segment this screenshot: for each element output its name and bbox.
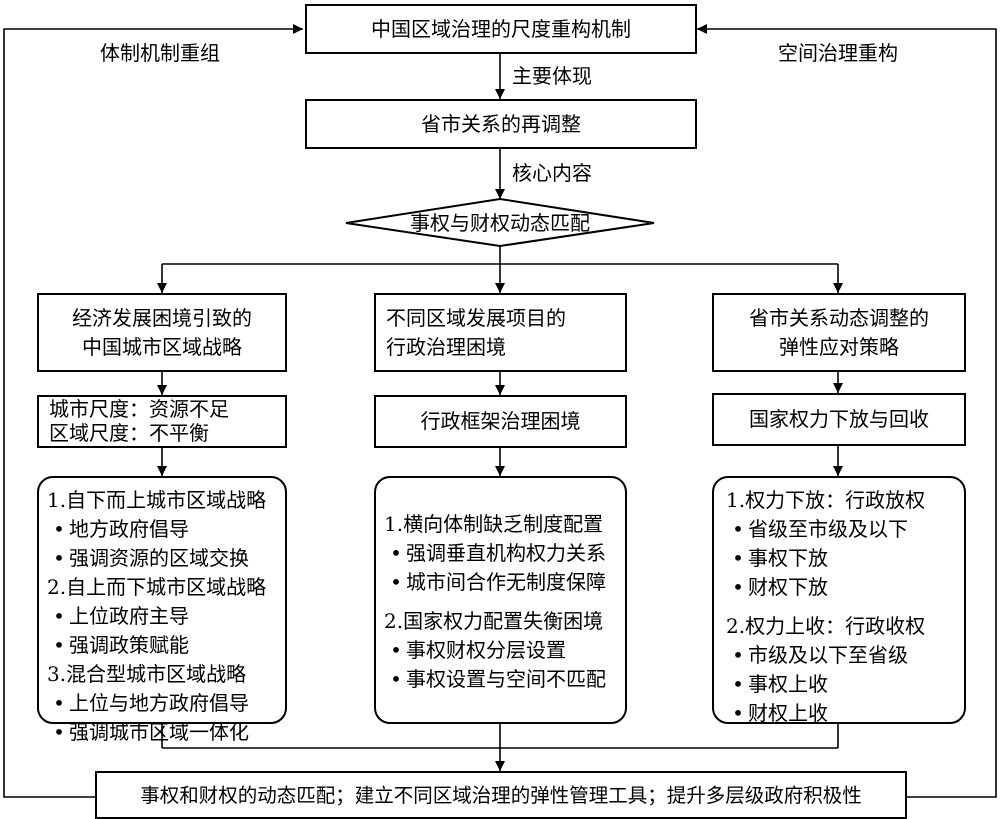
right-group-2-item-3: 财权上收 <box>726 699 964 728</box>
middle-group-1-head: 1.横向体制缺乏制度配置 <box>384 512 604 536</box>
top-box-scale-restructuring: 中国区域治理的尺度重构机制 <box>305 4 697 54</box>
right-mid-label: 国家权力下放与回收 <box>749 407 929 431</box>
left-group-3-item-1: 上位与地方政府倡导 <box>47 689 285 718</box>
middle-mid-box: 行政框架治理困境 <box>374 395 627 448</box>
left-group-3-head: 3.混合型城市区域战略 <box>47 662 247 686</box>
right-group-1-item-1: 省级至市级及以下 <box>726 515 964 544</box>
bottom-summary-box: 事权和财权的动态匹配；建立不同区域治理的弹性管理工具；提升多层级政府积极性 <box>95 771 907 819</box>
left-group-1-head: 1.自下而上城市区域战略 <box>47 488 267 512</box>
left-group-2-item-2: 强调政策赋能 <box>47 631 285 660</box>
middle-dilemma-list: 1.横向体制缺乏制度配置 强调垂直机构权力关系 城市间合作无制度保障 2.国家权… <box>374 476 627 724</box>
middle-group-1-item-1: 强调垂直机构权力关系 <box>384 539 625 568</box>
left-title-line-1: 经济发展困境引致的 <box>72 305 252 330</box>
right-mid-box: 国家权力下放与回收 <box>712 393 966 446</box>
left-title-line-2: 中国城市区域战略 <box>82 334 242 359</box>
right-title-box: 省市关系动态调整的 弹性应对策略 <box>712 293 966 372</box>
decision-diamond <box>345 197 655 248</box>
left-group-2-item-1: 上位政府主导 <box>47 602 285 631</box>
middle-group-2-item-1: 事权财权分层设置 <box>384 636 625 665</box>
top-box-label: 中国区域治理的尺度重构机制 <box>371 16 631 41</box>
left-group-2-head: 2.自上而下城市区域战略 <box>47 575 267 599</box>
right-group-1-item-2: 事权下放 <box>726 544 964 573</box>
left-mid-box: 城市尺度：资源不足 区域尺度：不平衡 <box>37 395 287 448</box>
right-group-2-head: 2.权力上收：行政收权 <box>726 614 926 638</box>
left-title-box: 经济发展困境引致的 中国城市区域战略 <box>37 293 287 372</box>
left-group-1-item-1: 地方政府倡导 <box>47 515 285 544</box>
side-label-institutional-reorganization: 体制机制重组 <box>100 41 220 65</box>
left-mid-line-1: 城市尺度：资源不足 <box>49 397 229 421</box>
right-group-1-head: 1.权力下放：行政放权 <box>726 488 926 512</box>
diamond-label: 事权与财权动态匹配 <box>410 211 590 235</box>
second-box-label: 省市关系的再调整 <box>421 111 581 136</box>
left-mid-line-2: 区域尺度：不平衡 <box>49 421 209 445</box>
right-group-1-item-3: 财权下放 <box>726 573 964 602</box>
left-group-3-item-2: 强调城市区域一体化 <box>47 718 285 747</box>
right-group-2-item-1: 市级及以下至省级 <box>726 641 964 670</box>
feedback-loop-left <box>3 24 303 798</box>
middle-group-2-item-2: 事权设置与空间不匹配 <box>384 665 625 694</box>
middle-title-line-1: 不同区域发展项目的 <box>386 305 566 330</box>
middle-group-1-item-2: 城市间合作无制度保障 <box>384 568 625 597</box>
edge-label-main-manifestation: 主要体现 <box>512 64 592 88</box>
feedback-loop-right <box>697 24 997 798</box>
right-title-line-2: 弹性应对策略 <box>779 334 899 359</box>
edge-label-core-content: 核心内容 <box>512 161 592 185</box>
middle-title-line-2: 行政治理困境 <box>386 334 506 359</box>
middle-group-2-head: 2.国家权力配置失衡困境 <box>384 609 604 633</box>
right-title-line-1: 省市关系动态调整的 <box>749 305 929 330</box>
right-strategy-list: 1.权力下放：行政放权 省级至市级及以下 事权下放 财权下放 2.权力上收：行政… <box>712 476 966 725</box>
right-group-2-item-2: 事权上收 <box>726 670 964 699</box>
second-box-province-city-relations: 省市关系的再调整 <box>305 99 697 149</box>
side-label-spatial-governance: 空间治理重构 <box>778 41 898 65</box>
bottom-summary-label: 事权和财权的动态匹配；建立不同区域治理的弹性管理工具；提升多层级政府积极性 <box>140 783 862 807</box>
middle-title-box: 不同区域发展项目的 行政治理困境 <box>374 293 627 372</box>
left-group-1-item-2: 强调资源的区域交换 <box>47 544 285 573</box>
middle-mid-label: 行政框架治理困境 <box>420 409 581 433</box>
left-strategy-list: 1.自下而上城市区域战略 地方政府倡导 强调资源的区域交换 2.自上而下城市区域… <box>37 476 287 744</box>
